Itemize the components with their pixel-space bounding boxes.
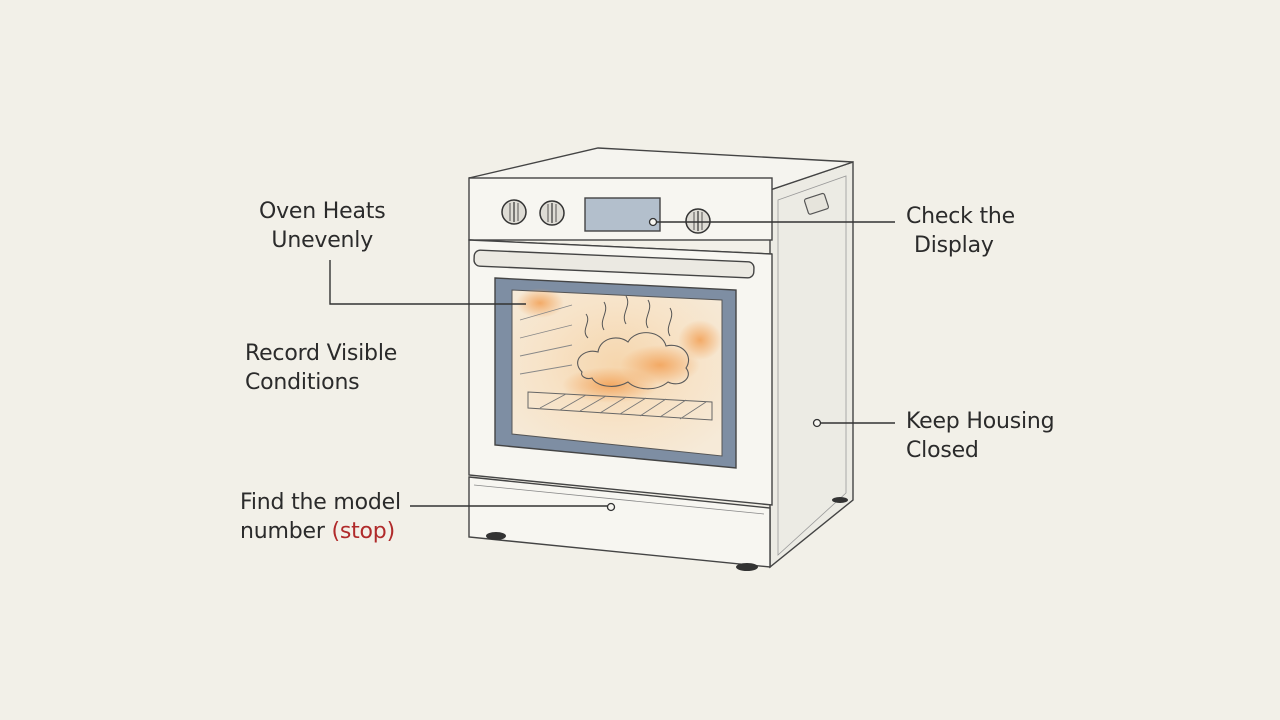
oven-foot <box>736 563 758 571</box>
leader-oven-heats <box>329 260 526 305</box>
label-line: Keep Housing <box>906 409 1055 434</box>
oven-display <box>584 197 661 232</box>
label-line: Record Visible <box>245 341 398 366</box>
label-line: Display <box>914 233 994 258</box>
label-oven-heats-unevenly: Oven Heats Unevenly <box>259 197 386 255</box>
oven-window <box>494 277 737 469</box>
label-line: Find the model <box>240 490 401 515</box>
label-line: number (stop) <box>240 517 401 546</box>
oven-foot <box>832 497 848 503</box>
label-line: Unevenly <box>271 228 374 253</box>
label-line: Conditions <box>245 370 360 395</box>
oven-handle <box>473 249 755 279</box>
label-line: Oven Heats <box>259 199 386 224</box>
label-keep-housing-closed: Keep Housing Closed <box>906 407 1055 465</box>
label-line: Check the <box>906 204 1015 229</box>
oven-side-panel <box>769 161 854 569</box>
oven-foot <box>486 532 506 540</box>
label-check-the-display: Check the Display <box>906 202 1015 260</box>
label-record-visible-conditions: Record Visible Conditions <box>245 339 397 397</box>
label-text: number <box>240 519 332 544</box>
stop-tag: (stop) <box>331 519 395 544</box>
label-find-model-number: Find the model number (stop) <box>240 488 401 546</box>
oven-drawer <box>468 476 771 568</box>
label-line: Closed <box>906 438 979 463</box>
